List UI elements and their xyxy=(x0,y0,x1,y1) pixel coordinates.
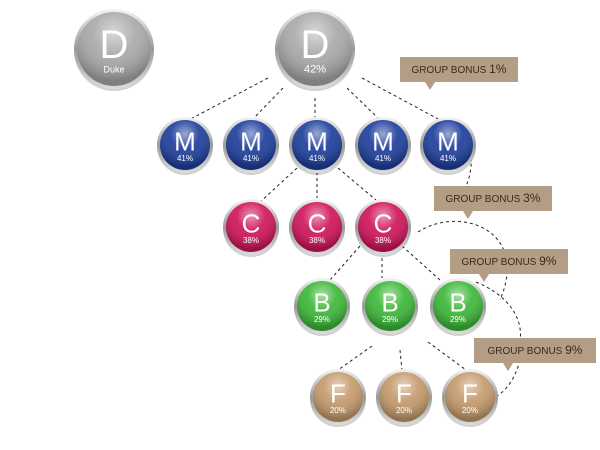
f-level-node: F20% xyxy=(376,369,432,427)
manager-node: M41% xyxy=(355,117,411,175)
node-value: Duke xyxy=(103,65,124,75)
node-letter: C xyxy=(308,209,327,239)
node-value: 38% xyxy=(309,236,325,245)
node-letter: F xyxy=(396,379,412,409)
tag-background xyxy=(400,57,518,82)
group-bonus-tag: GROUP BONUS 9% xyxy=(474,338,596,371)
connector-line xyxy=(361,77,441,121)
node-value: 29% xyxy=(314,315,330,324)
b-level-node: B29% xyxy=(294,278,350,336)
connector-line xyxy=(401,245,441,281)
group-bonus-tag: GROUP BONUS 9% xyxy=(450,249,568,282)
group-bonus-label: GROUP BONUS 3% xyxy=(446,191,541,205)
node-letter: M xyxy=(437,127,459,157)
manager-node: M41% xyxy=(157,117,213,175)
nodes: DDukeD42%M41%M41%M41%M41%M41%C38%C38%C38… xyxy=(74,9,498,427)
top-distributor-node: D42% xyxy=(275,9,355,91)
node-letter: C xyxy=(242,209,261,239)
group-bonus-title: GROUP BONUS xyxy=(488,346,566,357)
connector-line xyxy=(337,167,377,201)
group-bonus-value: 9% xyxy=(539,254,557,268)
connector-line xyxy=(251,87,284,121)
node-value: 42% xyxy=(304,64,326,76)
tag-pointer xyxy=(463,211,473,219)
bonus-curve xyxy=(417,220,508,301)
connector-line xyxy=(329,245,361,281)
group-bonus-value: 1% xyxy=(489,62,507,76)
manager-node: M41% xyxy=(420,117,476,175)
b-level-node: B29% xyxy=(430,278,486,336)
connector-line xyxy=(184,77,269,123)
node-letter: F xyxy=(462,379,478,409)
tag-pointer xyxy=(479,274,489,282)
node-letter: D xyxy=(100,23,129,67)
node-value: 20% xyxy=(330,406,346,415)
connector-line xyxy=(337,345,373,371)
f-level-node: F20% xyxy=(442,369,498,427)
tag-background xyxy=(474,338,596,363)
node-value: 20% xyxy=(396,406,412,415)
tag-background xyxy=(450,249,568,274)
group-bonus-title: GROUP BONUS xyxy=(446,194,524,205)
node-value: 29% xyxy=(450,315,466,324)
node-value: 29% xyxy=(382,315,398,324)
b-level-node: B29% xyxy=(362,278,418,336)
group-bonus-tag: GROUP BONUS 1% xyxy=(400,57,518,90)
node-letter: B xyxy=(313,288,330,318)
node-value: 41% xyxy=(375,154,391,163)
node-value: 41% xyxy=(243,154,259,163)
node-letter: B xyxy=(449,288,466,318)
connector-line xyxy=(427,341,467,371)
node-letter: D xyxy=(301,23,330,67)
node-value: 38% xyxy=(243,236,259,245)
node-letter: M xyxy=(372,127,394,157)
c-level-node: C38% xyxy=(355,199,411,257)
group-bonus-label: GROUP BONUS 1% xyxy=(412,62,507,76)
connector-line xyxy=(399,349,403,371)
node-value: 38% xyxy=(375,236,391,245)
connector-line xyxy=(257,167,298,205)
group-bonus-value: 3% xyxy=(523,191,541,205)
c-level-node: C38% xyxy=(289,199,345,257)
node-letter: C xyxy=(374,209,393,239)
connector-line xyxy=(346,87,381,121)
group-bonus-value: 9% xyxy=(565,343,583,357)
node-letter: M xyxy=(306,127,328,157)
node-value: 41% xyxy=(309,154,325,163)
node-letter: M xyxy=(174,127,196,157)
node-letter: B xyxy=(381,288,398,318)
group-bonus-title: GROUP BONUS xyxy=(462,257,540,268)
node-letter: M xyxy=(240,127,262,157)
f-level-node: F20% xyxy=(310,369,366,427)
node-value: 41% xyxy=(440,154,456,163)
node-letter: F xyxy=(330,379,346,409)
group-bonus-label: GROUP BONUS 9% xyxy=(488,343,583,357)
tag-background xyxy=(434,186,552,211)
node-value: 20% xyxy=(462,406,478,415)
tag-pointer xyxy=(503,363,513,371)
group-bonus-tag: GROUP BONUS 3% xyxy=(434,186,552,219)
manager-node: M41% xyxy=(289,117,345,175)
group-bonus-label: GROUP BONUS 9% xyxy=(462,254,557,268)
c-level-node: C38% xyxy=(223,199,279,257)
node-value: 41% xyxy=(177,154,193,163)
group-bonus-title: GROUP BONUS xyxy=(412,65,490,76)
tag-pointer xyxy=(425,82,435,90)
manager-node: M41% xyxy=(223,117,279,175)
bonus-tags: GROUP BONUS 1%GROUP BONUS 3%GROUP BONUS … xyxy=(400,57,596,371)
